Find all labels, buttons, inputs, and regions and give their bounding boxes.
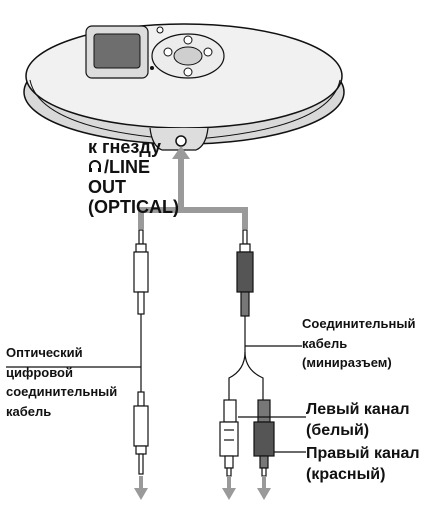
connecting-cable-label-line: Соединительный	[302, 314, 442, 334]
jack-label-line3: OUT	[88, 177, 228, 197]
jack-label-line1: к гнезду	[88, 137, 228, 157]
rca-plug-red	[254, 400, 274, 476]
left-channel-label-line: Левый канал	[306, 400, 444, 421]
headphone-icon	[88, 157, 104, 177]
right-channel-label-line: Правый канал	[306, 444, 444, 465]
down-arrow-icon	[134, 476, 148, 500]
optical-cable-label-line: соединительный	[6, 382, 146, 402]
control-dial	[152, 34, 224, 78]
down-arrows	[134, 476, 271, 500]
jack-label-line4: (OPTICAL)	[88, 197, 228, 217]
down-arrow-icon	[257, 476, 271, 500]
rca-plug-white	[220, 400, 238, 476]
jack-label-line2-text: /LINE	[104, 157, 150, 177]
left-channel-label: Левый канал (белый)	[306, 400, 444, 442]
down-arrow-icon	[222, 476, 236, 500]
jack-label-line2: /LINE	[88, 157, 228, 177]
optical-cable-label-line: кабель	[6, 402, 146, 422]
optical-cable-label: Оптический цифровой соединительный кабел…	[6, 343, 146, 421]
right-channel-label-line: (красный)	[306, 465, 444, 486]
connecting-cable-label-line: кабель	[302, 334, 442, 354]
mini-plug-cable	[229, 230, 263, 400]
connecting-cable-label: Соединительный кабель (миниразъем)	[302, 314, 442, 373]
connecting-cable-label-line: (миниразъем)	[302, 353, 442, 373]
cd-player-device	[24, 24, 344, 150]
optical-cable-label-line: Оптический	[6, 343, 146, 363]
lcd-display	[86, 26, 148, 78]
left-channel-label-line: (белый)	[306, 421, 444, 442]
jack-label: к гнезду /LINE OUT (OPTICAL)	[88, 137, 228, 218]
right-channel-label: Правый канал (красный)	[306, 444, 444, 486]
optical-cable-label-line: цифровой	[6, 363, 146, 383]
